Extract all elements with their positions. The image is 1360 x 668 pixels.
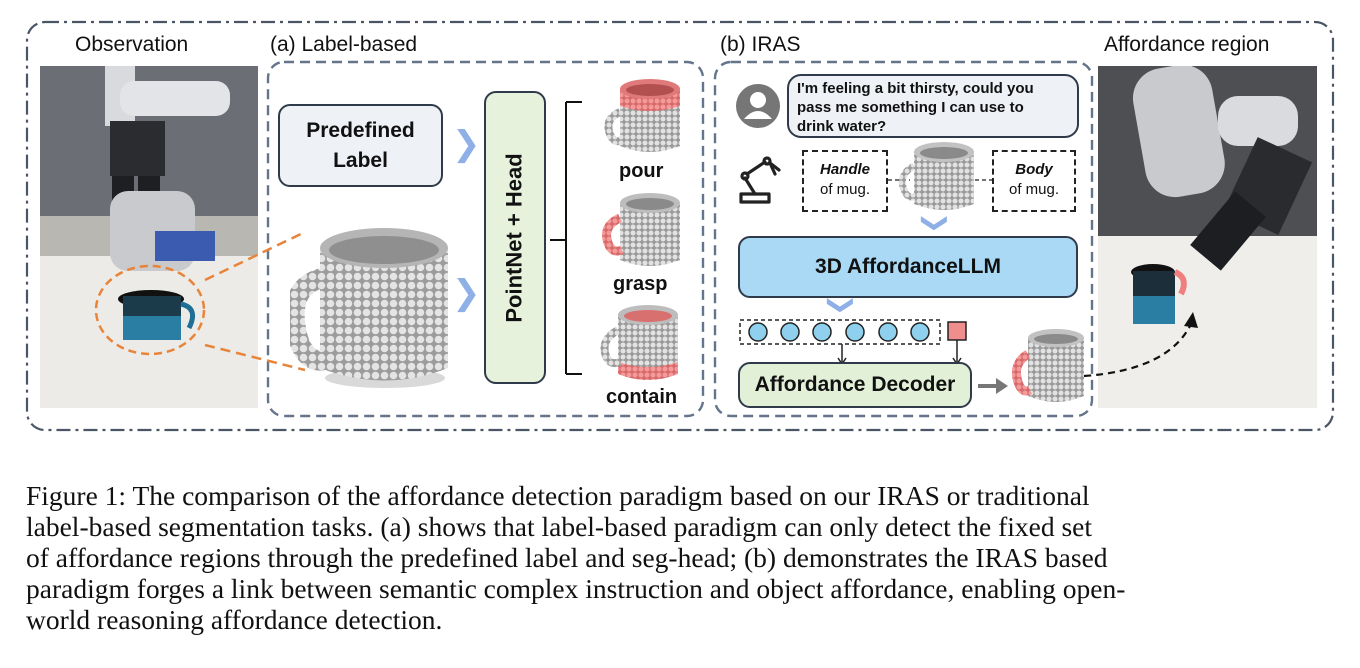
chevron-down-icon: ❯ xyxy=(919,212,950,234)
predefined-label-line1: Predefined xyxy=(306,118,415,142)
predefined-label-box: Predefined Label xyxy=(278,104,443,187)
instruction-line3: drink water? xyxy=(797,118,887,135)
caption-line: paradigm forges a link between semantic … xyxy=(26,573,1126,604)
chevron-right-icon: ❯ xyxy=(452,124,481,164)
robot-arm-icon xyxy=(739,156,781,204)
mug-contain-result xyxy=(600,305,678,380)
output-label-grasp: grasp xyxy=(613,273,668,295)
handle-description-box: Handle of mug. xyxy=(802,150,888,212)
output-affordance-mug xyxy=(1011,329,1084,402)
affordance-llm-box: 3D AffordanceLLM xyxy=(738,236,1078,298)
label-based-header: (a) Label-based xyxy=(270,33,418,56)
chevron-down-icon: ❯ xyxy=(825,294,856,316)
pointnet-head-label: PointNet + Head xyxy=(502,152,527,323)
affordance-region-photo xyxy=(1098,66,1317,408)
instruction-mug xyxy=(898,142,974,210)
caption-line: world reasoning affordance detection. xyxy=(26,604,443,635)
affordance-decoder-box: Affordance Decoder xyxy=(738,362,972,408)
instruction-line1: I'm feeling a bit thirsty, could you xyxy=(797,80,1034,97)
body-bold: Body xyxy=(1015,161,1053,178)
user-avatar-icon xyxy=(736,84,780,128)
figure-frame xyxy=(25,20,1335,432)
point-cloud-mug xyxy=(290,228,448,388)
affordance-llm-label: 3D AffordanceLLM xyxy=(815,255,1001,278)
output-label-pour: pour xyxy=(619,160,664,182)
body-rest: of mug. xyxy=(1008,181,1060,198)
chevron-right-icon: ❯ xyxy=(452,273,481,313)
body-description-box: Body of mug. xyxy=(992,150,1076,212)
affordance-decoder-label: Affordance Decoder xyxy=(754,373,956,396)
caption-line: label-based segmentation tasks. (a) show… xyxy=(26,511,1093,542)
mug-grasp-result xyxy=(602,193,680,266)
decoder-output-arrow xyxy=(978,378,1008,394)
zoom-lines xyxy=(204,230,306,372)
observation-header: Observation xyxy=(75,33,189,56)
caption-line: of affordance regions through the predef… xyxy=(26,542,1108,573)
to-robot-arrow xyxy=(1083,312,1198,378)
token-sequence xyxy=(739,319,967,366)
pointnet-head-box: PointNet + Head xyxy=(484,91,546,384)
instruction-bubble: I'm feeling a bit thirsty, could you pas… xyxy=(787,74,1079,138)
handle-rest: of mug. xyxy=(819,181,871,198)
affordance-region-header: Affordance region xyxy=(1104,33,1270,56)
instruction-line2: pass me something I can use to xyxy=(797,99,1024,116)
mug-focus-ring xyxy=(94,264,206,356)
mug-pour-result xyxy=(604,79,680,152)
output-label-contain: contain xyxy=(606,386,678,408)
caption-line: Figure 1: The comparison of the affordan… xyxy=(26,480,1090,511)
iras-header: (b) IRAS xyxy=(720,33,801,56)
predefined-label-line2: Label xyxy=(333,148,388,172)
handle-bold: Handle xyxy=(819,161,870,178)
observation-photo xyxy=(40,66,258,408)
figure-caption: Figure 1: The comparison of the affordan… xyxy=(26,480,1336,635)
output-bracket xyxy=(550,101,582,375)
